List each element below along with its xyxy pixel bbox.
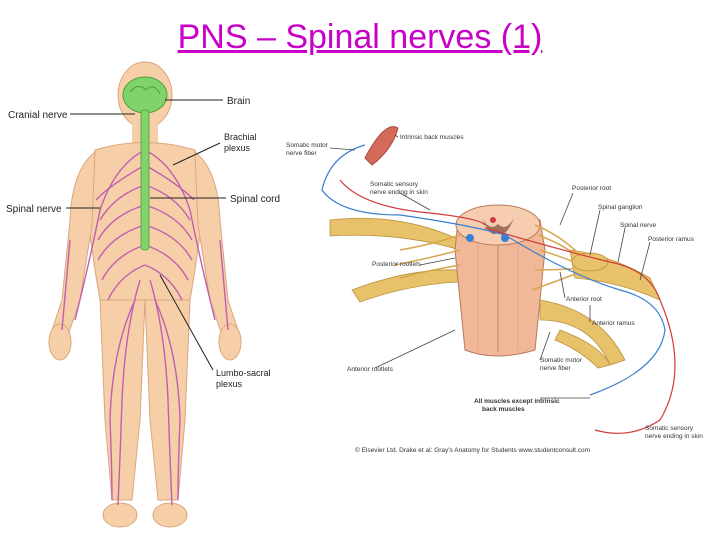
label-spinal-cord: Spinal cord xyxy=(230,194,280,205)
peripheral-nerves xyxy=(61,149,229,506)
label-lumbosacral-plexus: Lumbo-sacral xyxy=(216,368,271,378)
label-brachial-plexus: Brachial xyxy=(224,132,257,142)
right-labels: Intrinsic back muscles Somatic motor ner… xyxy=(286,134,703,454)
label-brachial-plexus-2: plexus xyxy=(224,143,251,153)
left-leader-lines xyxy=(66,99,226,371)
label-somatic-motor-fiber-bottom-2: nerve fiber xyxy=(540,365,572,372)
label-anterior-root: Anterior root xyxy=(566,296,602,303)
brain-shape xyxy=(122,76,168,114)
label-posterior-ramus: Posterior ramus xyxy=(648,236,695,243)
label-posterior-rootlets: Posterior rootlets xyxy=(372,261,422,268)
label-posterior-root: Posterior root xyxy=(572,185,611,192)
label-anterior-ramus: Anterior ramus xyxy=(592,320,635,327)
label-spinal-nerve: Spinal nerve xyxy=(6,204,62,215)
label-somatic-motor-fiber-bottom: Somatic motor xyxy=(540,357,583,364)
label-somatic-sensory-ending-bottom-2: nerve ending in skin xyxy=(645,433,703,440)
label-somatic-motor-fiber-2: nerve fiber xyxy=(286,150,318,157)
right-leader-lines xyxy=(329,134,651,399)
left-labels: Brain Cranial nerve Brachial plexus Spin… xyxy=(6,96,280,389)
credit-line: © Elsevier Ltd. Drake et al: Gray's Anat… xyxy=(355,446,590,454)
label-somatic-sensory-ending-bottom: Somatic sensory xyxy=(645,425,694,432)
label-somatic-sensory-ending-2: nerve ending in skin xyxy=(370,189,428,196)
label-brain: Brain xyxy=(227,96,250,107)
page-title: PNS – Spinal nerves (1) xyxy=(177,18,543,56)
label-cranial-nerve: Cranial nerve xyxy=(8,110,68,121)
label-all-muscles: All muscles except intrinsic xyxy=(474,398,560,405)
label-somatic-sensory-ending: Somatic sensory xyxy=(370,181,419,188)
label-anterior-rootlets: Anterior rootlets xyxy=(347,366,394,373)
label-intrinsic-back-muscles: Intrinsic back muscles xyxy=(400,134,464,141)
spinal-cross-section xyxy=(321,126,676,434)
label-spinal-ganglion: Spinal ganglion xyxy=(598,204,643,211)
label-lumbosacral-plexus-2: plexus xyxy=(216,379,243,389)
label-somatic-motor-fiber: Somatic motor xyxy=(286,142,329,149)
intrinsic-muscle-shape xyxy=(364,126,399,166)
label-spinal-nerve-right: Spinal nerve xyxy=(620,222,657,229)
spinal-cord-shape xyxy=(140,109,150,251)
label-all-muscles-2: back muscles xyxy=(482,406,525,413)
